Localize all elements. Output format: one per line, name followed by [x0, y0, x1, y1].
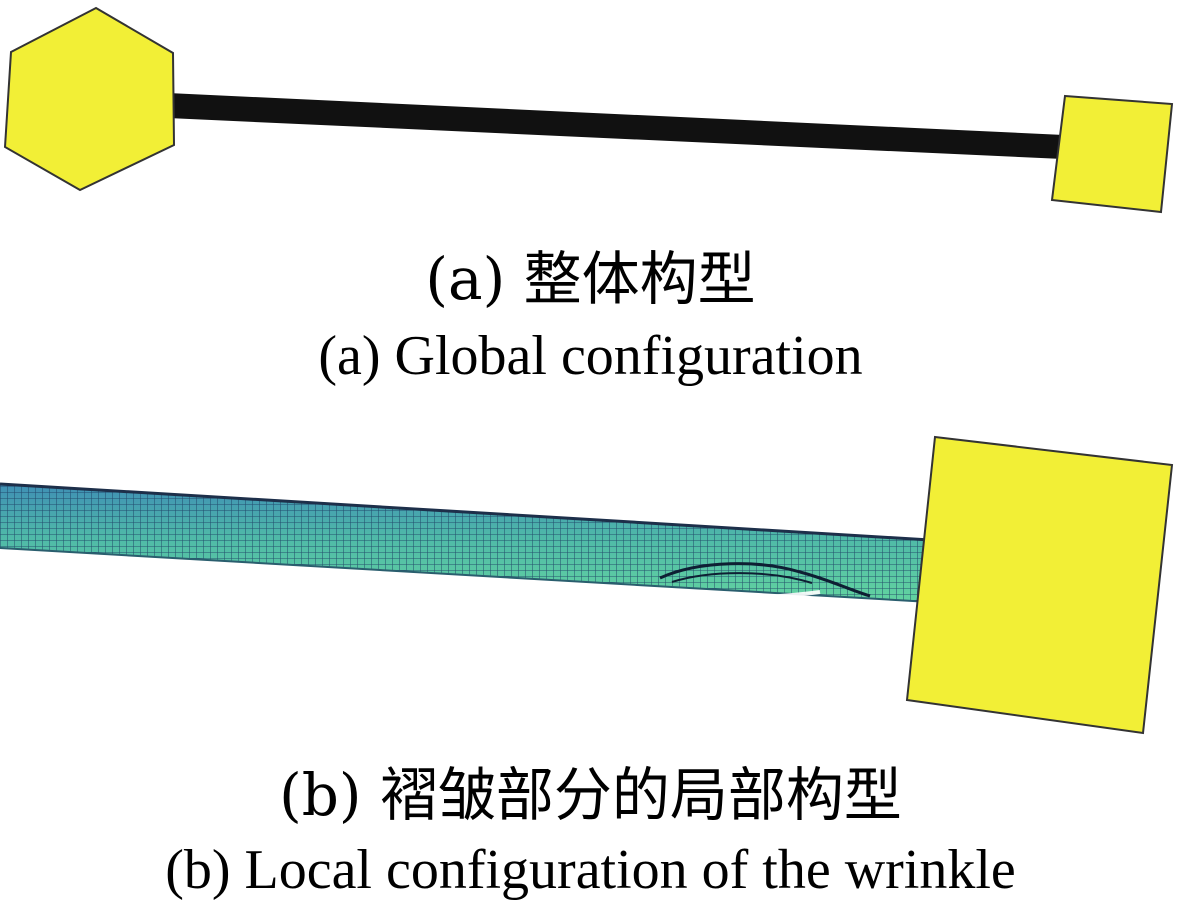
- square-end-body: [1050, 94, 1174, 214]
- strip-top-edge: [0, 482, 931, 542]
- membrane-strip: [0, 484, 930, 602]
- wrinkle: [639, 562, 871, 600]
- caption-b-chinese: (b) 褶皱部分的局部构型: [279, 761, 902, 829]
- hexagon-end-body: [3, 6, 176, 192]
- caption-b-english: (b) Local configuration of the wrinkle: [165, 839, 1016, 901]
- square-end-body-closeup: [905, 435, 1174, 735]
- tether: [168, 93, 1064, 159]
- caption-a-chinese: (a) 整体构型: [425, 245, 756, 313]
- strip-bottom-edge: [0, 547, 931, 603]
- caption-a-english: (a) Global configuration: [318, 325, 863, 387]
